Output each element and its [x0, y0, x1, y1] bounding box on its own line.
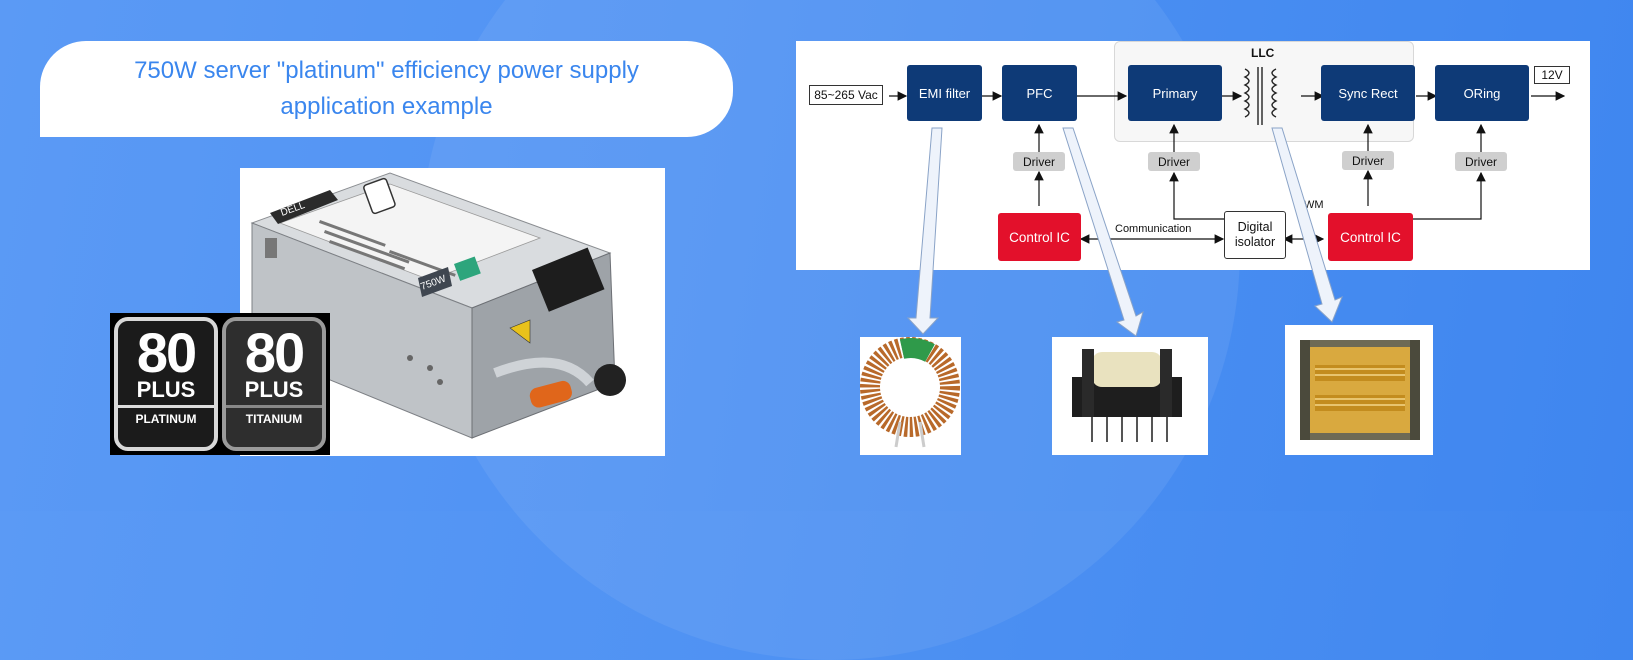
pfc-block: PFC — [1002, 65, 1077, 121]
digital-isolator-block: Digital isolator — [1224, 211, 1286, 259]
llc-transformer-illustration — [1300, 340, 1420, 440]
badge-plus: PLUS — [136, 377, 196, 402]
badge-tier: PLATINUM — [118, 405, 214, 430]
emi-filter-block: EMI filter — [907, 65, 982, 121]
title-card: 750W server "platinum" efficiency power … — [40, 41, 733, 137]
psu-illustration: DELL 750W — [250, 172, 626, 439]
badge-plus: PLUS — [244, 377, 304, 402]
pfc-inductor-photo — [1052, 337, 1208, 455]
80-plus-platinum-badge: 80 PLUS PLATINUM — [114, 317, 218, 451]
isolator-line1: Digital — [1237, 220, 1273, 234]
driver-oring: Driver — [1455, 152, 1507, 171]
toroid-inductor-photo — [860, 337, 961, 455]
sync-rect-block: Sync Rect — [1321, 65, 1415, 121]
badge-number: 80 — [136, 321, 197, 384]
80-plus-titanium-badge: 80 PLUS TITANIUM — [222, 317, 326, 451]
output-voltage-label: 12V — [1534, 66, 1570, 84]
badge-number: 80 — [244, 321, 305, 384]
block-diagram: 85~265 Vac 12V LLC EMI filter PFC Primar… — [796, 41, 1590, 270]
badge-tier: TITANIUM — [226, 405, 322, 430]
pwm-label: WM — [1304, 199, 1324, 211]
oring-block: ORing — [1435, 65, 1529, 121]
pfc-inductor-illustration — [1072, 349, 1182, 442]
communication-label: Communication — [1115, 223, 1192, 235]
driver-sync-rect: Driver — [1342, 151, 1394, 170]
slide-title: 750W server "platinum" efficiency power … — [134, 57, 639, 120]
primary-block: Primary — [1128, 65, 1222, 121]
driver-pfc: Driver — [1013, 152, 1065, 171]
driver-primary: Driver — [1148, 152, 1200, 171]
transformer-icon — [1243, 67, 1278, 125]
80-plus-badges: 80 PLUS PLATINUM 80 PLUS TITANIUM — [110, 313, 330, 455]
psu-photo: DELL 750W — [240, 168, 665, 456]
control-ic-right: Control IC — [1328, 213, 1413, 261]
control-ic-left: Control IC — [998, 213, 1081, 261]
llc-transformer-photo — [1285, 325, 1433, 455]
input-voltage-label: 85~265 Vac — [809, 85, 883, 105]
toroid-inductor-illustration — [860, 337, 960, 448]
llc-label: LLC — [1251, 46, 1275, 60]
isolator-line2: isolator — [1234, 235, 1276, 249]
